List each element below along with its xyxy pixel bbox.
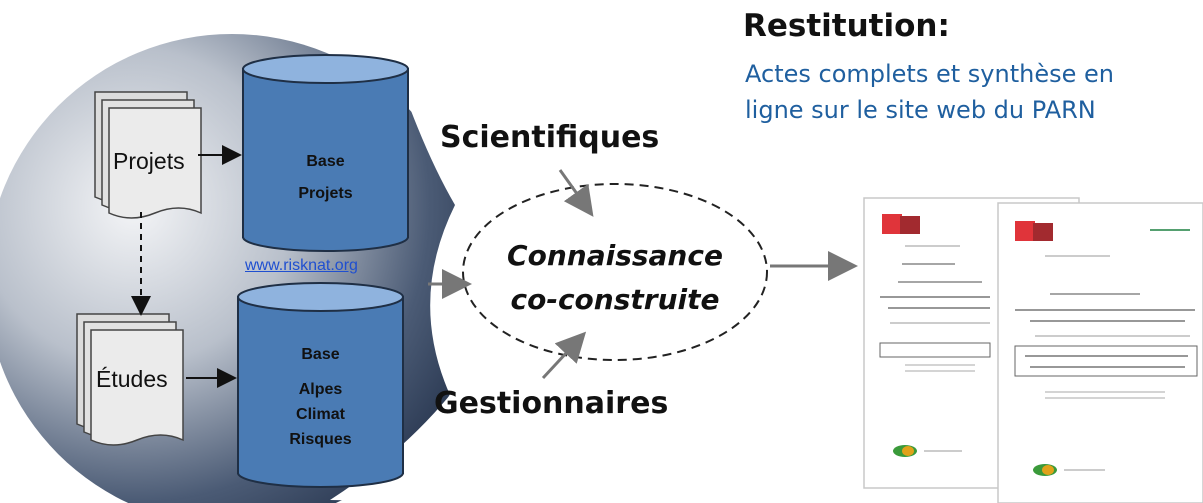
risknat-link[interactable]: www.risknat.org (245, 257, 358, 274)
knowledge-label: Connaissance co-construite (480, 234, 750, 322)
base-projets-line-2: Projets (298, 185, 353, 202)
arrow-scientifiques (558, 169, 594, 217)
base-alpes-line-2: Alpes (298, 381, 343, 398)
restitution-line-1: Actes complets et synthèse en (745, 60, 1114, 88)
base-projets-line-1: Base (306, 153, 345, 170)
report-page-transcription (997, 202, 1203, 503)
projets-document-stack (94, 91, 202, 219)
scientifiques-label: Scientifiques (440, 120, 660, 155)
base-alpes-cylinder (237, 282, 404, 488)
base-alpes-line-3: Climat (296, 406, 345, 423)
arrow-gestionnaires (541, 331, 587, 380)
knowledge-line-2: co-construite (510, 283, 720, 316)
restitution-title: Restitution: (743, 8, 950, 44)
base-alpes-line-1: Base (301, 346, 340, 363)
gestionnaires-label: Gestionnaires (434, 386, 669, 421)
base-alpes-label: Base Alpes Climat Risques (238, 342, 403, 452)
base-projets-label: Base Projets (243, 146, 408, 210)
base-projets-cylinder (242, 54, 409, 252)
etudes-label: Études (96, 366, 168, 392)
etudes-document-stack (76, 313, 184, 446)
projets-label: Projets (113, 148, 185, 174)
knowledge-line-1: Connaissance (507, 239, 723, 272)
restitution-description: Actes complets et synthèse en ligne sur … (745, 56, 1195, 128)
restitution-line-2: ligne sur le site web du PARN (745, 96, 1096, 124)
base-alpes-line-4: Risques (289, 431, 352, 448)
